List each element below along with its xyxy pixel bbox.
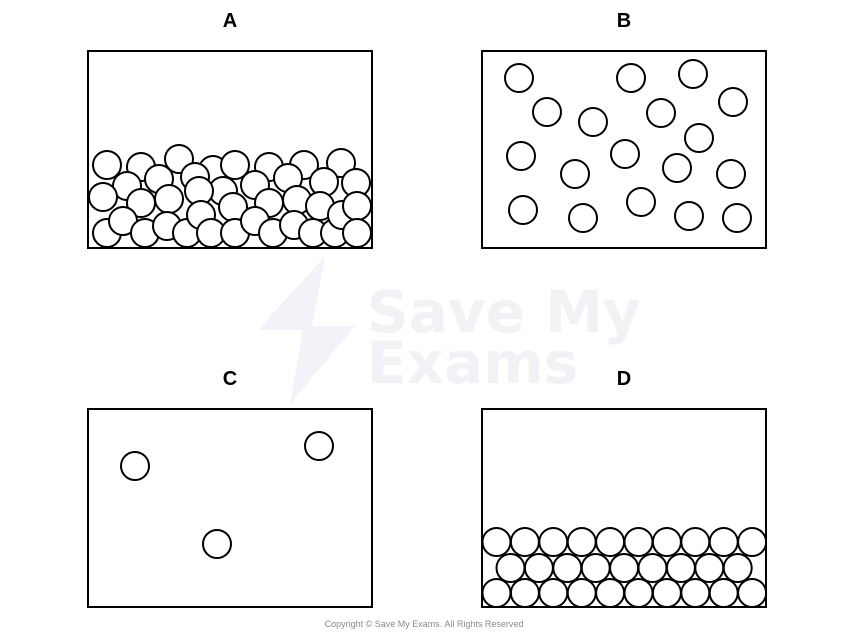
particle: [552, 553, 583, 583]
watermark: Save My Exams: [258, 256, 641, 404]
particle: [665, 553, 696, 583]
container-c: [87, 408, 373, 608]
particle: [509, 527, 540, 557]
particle: [718, 87, 748, 117]
particle: [595, 578, 626, 608]
particle: [623, 527, 654, 557]
particle: [580, 553, 611, 583]
panel-label-d: D: [617, 368, 631, 390]
particle: [560, 159, 590, 189]
particle: [678, 59, 708, 89]
particle: [680, 578, 711, 608]
panel-label-a: A: [223, 10, 237, 32]
particle: [523, 553, 554, 583]
particle: [120, 451, 150, 481]
particle: [694, 553, 725, 583]
particle: [566, 527, 597, 557]
particle: [680, 527, 711, 557]
particle: [616, 63, 646, 93]
particle: [651, 527, 682, 557]
lightning-bolt-icon: [258, 256, 355, 404]
particle: [538, 578, 569, 608]
copyright-text: Copyright © Save My Exams. All Rights Re…: [325, 619, 524, 629]
particle: [662, 153, 692, 183]
particle: [88, 182, 118, 212]
panel-label-c: C: [223, 368, 237, 390]
particle: [595, 527, 626, 557]
particle: [737, 527, 768, 557]
particle: [508, 195, 538, 225]
particle: [566, 578, 597, 608]
particle: [626, 187, 656, 217]
particle: [578, 107, 608, 137]
particle: [538, 527, 569, 557]
particle: [481, 527, 512, 557]
particle: [532, 97, 562, 127]
particle: [220, 150, 250, 180]
particle: [154, 184, 184, 214]
particle: [623, 578, 654, 608]
particle: [509, 578, 540, 608]
particle: [568, 203, 598, 233]
particle: [342, 218, 372, 248]
particle: [92, 150, 122, 180]
particle: [610, 139, 640, 169]
particle: [609, 553, 640, 583]
panel-label-b: B: [617, 10, 631, 32]
particle: [506, 141, 536, 171]
particle: [684, 123, 714, 153]
particle: [708, 527, 739, 557]
watermark-line-1: Save My: [367, 278, 641, 346]
particles-a: [88, 144, 372, 248]
particle: [737, 578, 768, 608]
particle: [304, 431, 334, 461]
particle: [342, 191, 372, 221]
particle: [202, 529, 232, 559]
particle: [708, 578, 739, 608]
particle: [326, 148, 356, 178]
container-a: [87, 50, 373, 249]
particle: [722, 553, 753, 583]
particle: [504, 63, 534, 93]
container-b: [481, 50, 767, 249]
particle: [646, 98, 676, 128]
particle: [495, 553, 526, 583]
particle: [481, 578, 512, 608]
particles-c: [120, 431, 334, 559]
particles-d: [481, 527, 768, 608]
particle: [716, 159, 746, 189]
container-d: [481, 408, 767, 608]
particle: [674, 201, 704, 231]
particle: [637, 553, 668, 583]
particle: [651, 578, 682, 608]
particle: [722, 203, 752, 233]
particles-b: [504, 59, 752, 233]
watermark-line-2: Exams: [367, 329, 578, 397]
